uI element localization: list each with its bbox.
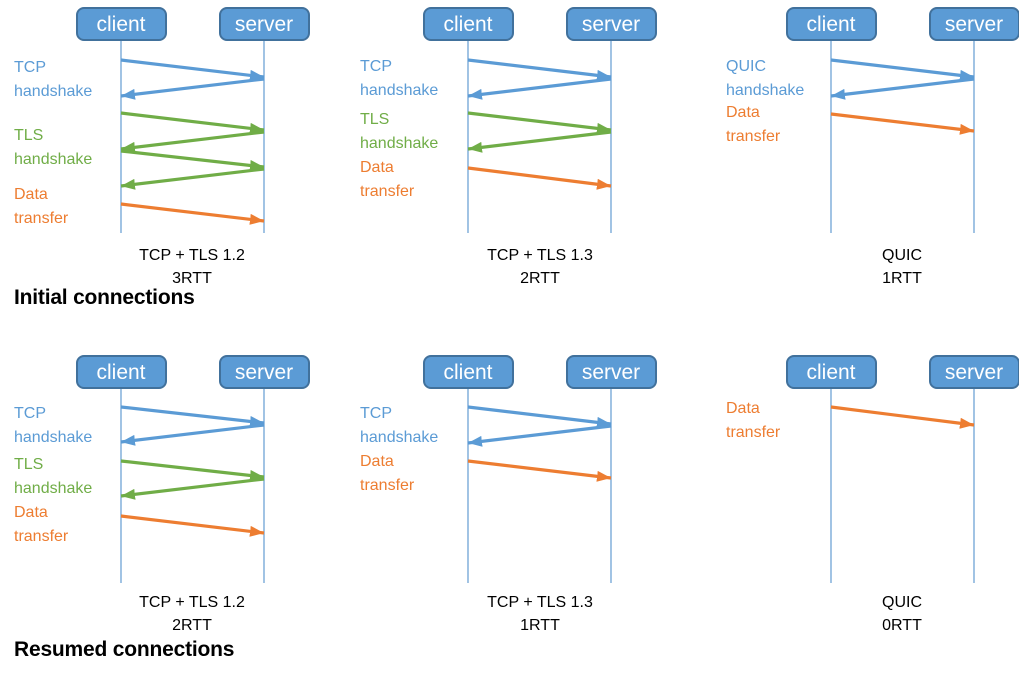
- phase-label: TCP handshake: [14, 402, 92, 450]
- message-arrow-blue: [120, 405, 265, 427]
- phase-label-line: handshake: [360, 135, 439, 152]
- phase-label-line: transfer: [360, 183, 415, 200]
- diagram-caption: TCP + TLS 1.3 2RTT: [430, 244, 650, 290]
- caption-line: TCP + TLS 1.2: [139, 594, 245, 611]
- message-arrow-green: [120, 111, 265, 134]
- client-box: client: [785, 355, 877, 389]
- phase-label-line: TCP: [360, 405, 392, 422]
- caption-line: 1RTT: [882, 270, 922, 287]
- phase-label-line: TCP: [14, 405, 46, 422]
- phase-label-line: TLS: [14, 127, 44, 144]
- message-arrow-green: [120, 477, 265, 500]
- diagram-caption: TCP + TLS 1.3 1RTT: [430, 591, 650, 637]
- phase-label: QUIC handshake: [726, 55, 804, 103]
- message-arrow-green: [120, 459, 265, 481]
- phase-label: TCP handshake: [360, 55, 438, 103]
- phase-label-line: handshake: [360, 82, 439, 99]
- message-arrow-orange: [467, 459, 612, 482]
- message-arrow-blue: [120, 423, 265, 446]
- phase-label-line: transfer: [726, 128, 781, 145]
- phase-label-line: TLS: [14, 456, 44, 473]
- section-heading-resumed-connections: Resumed connections: [14, 638, 235, 661]
- phase-label-line: Data: [360, 453, 394, 470]
- phase-label: Data transfer: [726, 397, 780, 445]
- caption-line: TCP + TLS 1.3: [487, 594, 593, 611]
- caption-line: TCP + TLS 1.2: [139, 247, 245, 264]
- phase-label-line: handshake: [14, 480, 93, 497]
- caption-line: 1RTT: [520, 617, 560, 634]
- client-box: client: [422, 7, 514, 41]
- caption-line: 2RTT: [520, 270, 560, 287]
- caption-line: 0RTT: [882, 617, 922, 634]
- phase-label-line: Data: [360, 159, 394, 176]
- message-arrow-orange: [830, 405, 975, 429]
- client-box: client: [75, 355, 167, 389]
- caption-line: 2RTT: [172, 617, 212, 634]
- diagram-caption: QUIC 0RTT: [792, 591, 1012, 637]
- server-box: server: [565, 355, 657, 389]
- message-arrow-green: [120, 167, 265, 190]
- phase-label: TLS handshake: [360, 108, 438, 156]
- caption-line: QUIC: [882, 247, 922, 264]
- phase-label-line: handshake: [360, 429, 439, 446]
- phase-label: Data transfer: [14, 501, 68, 549]
- message-arrow-blue: [467, 77, 612, 100]
- phase-label-line: Data: [14, 504, 48, 521]
- phase-label: TLS handshake: [14, 453, 92, 501]
- caption-line: QUIC: [882, 594, 922, 611]
- message-arrow-blue: [120, 77, 265, 100]
- diagram-caption: TCP + TLS 1.2 3RTT: [82, 244, 302, 290]
- phase-label: TCP handshake: [360, 402, 438, 450]
- phase-label-line: transfer: [360, 477, 415, 494]
- message-arrow-blue: [467, 58, 612, 81]
- phase-label-line: TCP: [14, 59, 46, 76]
- phase-label-line: handshake: [14, 151, 93, 168]
- phase-label-line: handshake: [726, 82, 805, 99]
- phase-label-line: Data: [726, 104, 760, 121]
- phase-label-line: handshake: [14, 429, 93, 446]
- server-box: server: [928, 7, 1019, 41]
- phase-label-line: transfer: [14, 528, 69, 545]
- caption-line: 3RTT: [172, 270, 212, 287]
- phase-label-line: transfer: [726, 424, 781, 441]
- message-arrow-blue: [467, 424, 612, 447]
- section-heading-initial-connections: Initial connections: [14, 286, 195, 309]
- phase-label-line: QUIC: [726, 58, 766, 75]
- phase-label-line: Data: [726, 400, 760, 417]
- server-box: server: [218, 355, 310, 389]
- phase-label: Data transfer: [360, 156, 414, 204]
- message-arrow-blue: [467, 405, 612, 428]
- server-box: server: [565, 7, 657, 41]
- client-box: client: [75, 7, 167, 41]
- message-arrow-orange: [120, 202, 265, 225]
- message-arrow-orange: [467, 166, 612, 190]
- message-arrow-green: [120, 149, 265, 171]
- message-arrow-green: [120, 130, 265, 153]
- message-arrow-orange: [120, 514, 265, 537]
- message-arrow-blue: [120, 58, 265, 81]
- phase-label-line: transfer: [14, 210, 69, 227]
- phase-label: TCP handshake: [14, 56, 92, 104]
- phase-label-line: handshake: [14, 83, 93, 100]
- server-box: server: [928, 355, 1019, 389]
- message-arrow-orange: [830, 112, 975, 135]
- phase-label-line: TCP: [360, 58, 392, 75]
- server-box: server: [218, 7, 310, 41]
- client-box: client: [785, 7, 877, 41]
- caption-line: TCP + TLS 1.3: [487, 247, 593, 264]
- message-arrow-green: [467, 111, 612, 134]
- client-box: client: [422, 355, 514, 389]
- diagram-caption: TCP + TLS 1.2 2RTT: [82, 591, 302, 637]
- phase-label-line: TLS: [360, 111, 390, 128]
- message-arrow-blue: [830, 58, 975, 81]
- phase-label: TLS handshake: [14, 124, 92, 172]
- phase-label-line: Data: [14, 186, 48, 203]
- message-arrow-blue: [830, 77, 975, 100]
- phase-label: Data transfer: [726, 101, 780, 149]
- message-arrow-green: [467, 130, 612, 153]
- phase-label: Data transfer: [14, 183, 68, 231]
- diagram-caption: QUIC 1RTT: [792, 244, 1012, 290]
- phase-label: Data transfer: [360, 450, 414, 498]
